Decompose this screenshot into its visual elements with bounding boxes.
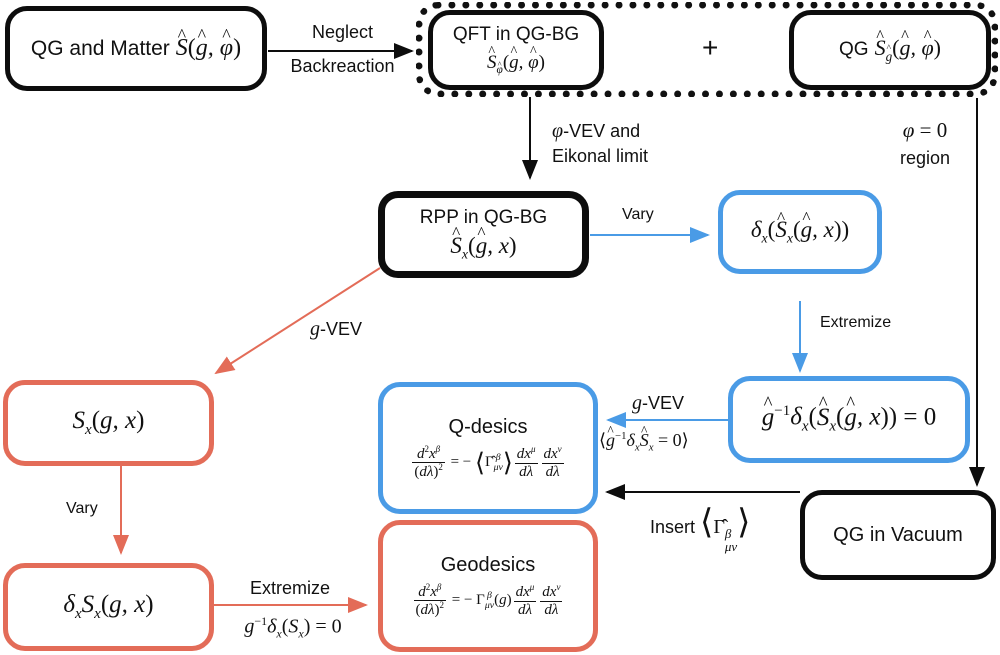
edge-label-vary-red: Vary (66, 500, 98, 517)
node-qg-and-matter-formula: S(g, φ) (176, 35, 241, 62)
node-qg-action-label: QG (839, 39, 869, 60)
node-qg-and-matter-label: QG and Matter (30, 36, 170, 60)
node-qg-action-formula: Sg(g, φ) (875, 35, 941, 64)
node-rpp-in-qg-bg[interactable]: RPP in QG-BG Sx(g, x) (378, 191, 589, 278)
edge-label-extremize-blue: Extremize (820, 314, 892, 331)
node-geodesics-title: Geodesics (440, 553, 536, 576)
edge-label-g-vev-red: g-VEV (310, 318, 363, 340)
node-classical-action-formula: Sx(g, x) (72, 407, 145, 438)
edge-label-region: region (899, 148, 951, 168)
qft-plus-qg-group (416, 2, 998, 97)
edge-label-phi-zero: φ = 0 (902, 118, 948, 142)
node-qg-action[interactable]: QG Sg(g, φ) (789, 10, 991, 90)
node-qft-formula: Sφ(g, φ) (487, 52, 545, 76)
edge-label-extremize-red: Extremize (249, 578, 330, 598)
edge-label-extremize-red-condition: g−1δx(Sx) = 0 (244, 614, 342, 641)
edge-label-phi-vev: φ-VEV and (552, 120, 641, 142)
arrow-g-vev-red (214, 267, 381, 375)
edge-label-g-vev-blue: g-VEV (632, 392, 685, 414)
node-qft-in-qg-bg[interactable]: QFT in QG-BG Sφ(g, φ) (428, 10, 604, 90)
edge-label-g-vev-blue-condition: ⟨g−1δxSx = 0⟩ (599, 430, 689, 454)
edge-label-backreaction: Backreaction (290, 56, 395, 76)
node-variation-quantum[interactable]: δx(Sx(g, x)) (718, 190, 882, 274)
node-variation-quantum-formula: δx(Sx(g, x)) (751, 217, 849, 247)
node-qg-in-vacuum-label: QG in Vacuum (833, 523, 963, 546)
node-extremized-quantum[interactable]: g−1δx(Sx(g, x)) = 0 (728, 376, 970, 463)
node-qg-in-vacuum[interactable]: QG in Vacuum (800, 490, 996, 580)
plus-sign: + (702, 32, 719, 63)
edge-label-neglect: Neglect (311, 22, 374, 42)
node-extremized-quantum-formula: g−1δx(Sx(g, x)) = 0 (762, 403, 936, 435)
node-rpp-formula: Sx(g, x) (450, 233, 516, 263)
node-qg-and-matter[interactable]: QG and Matter S(g, φ) (5, 6, 267, 91)
edge-label-vary-blue: Vary (622, 206, 654, 223)
node-qft-title: QFT in QG-BG (452, 24, 580, 46)
node-classical-variation-formula: δxSx(g, x) (63, 591, 154, 622)
node-q-desics-title: Q-desics (448, 415, 528, 438)
node-classical-action[interactable]: Sx(g, x) (3, 380, 214, 466)
edge-label-eikonal: Eikonal limit (552, 146, 649, 166)
node-classical-variation[interactable]: δxSx(g, x) (3, 563, 214, 651)
